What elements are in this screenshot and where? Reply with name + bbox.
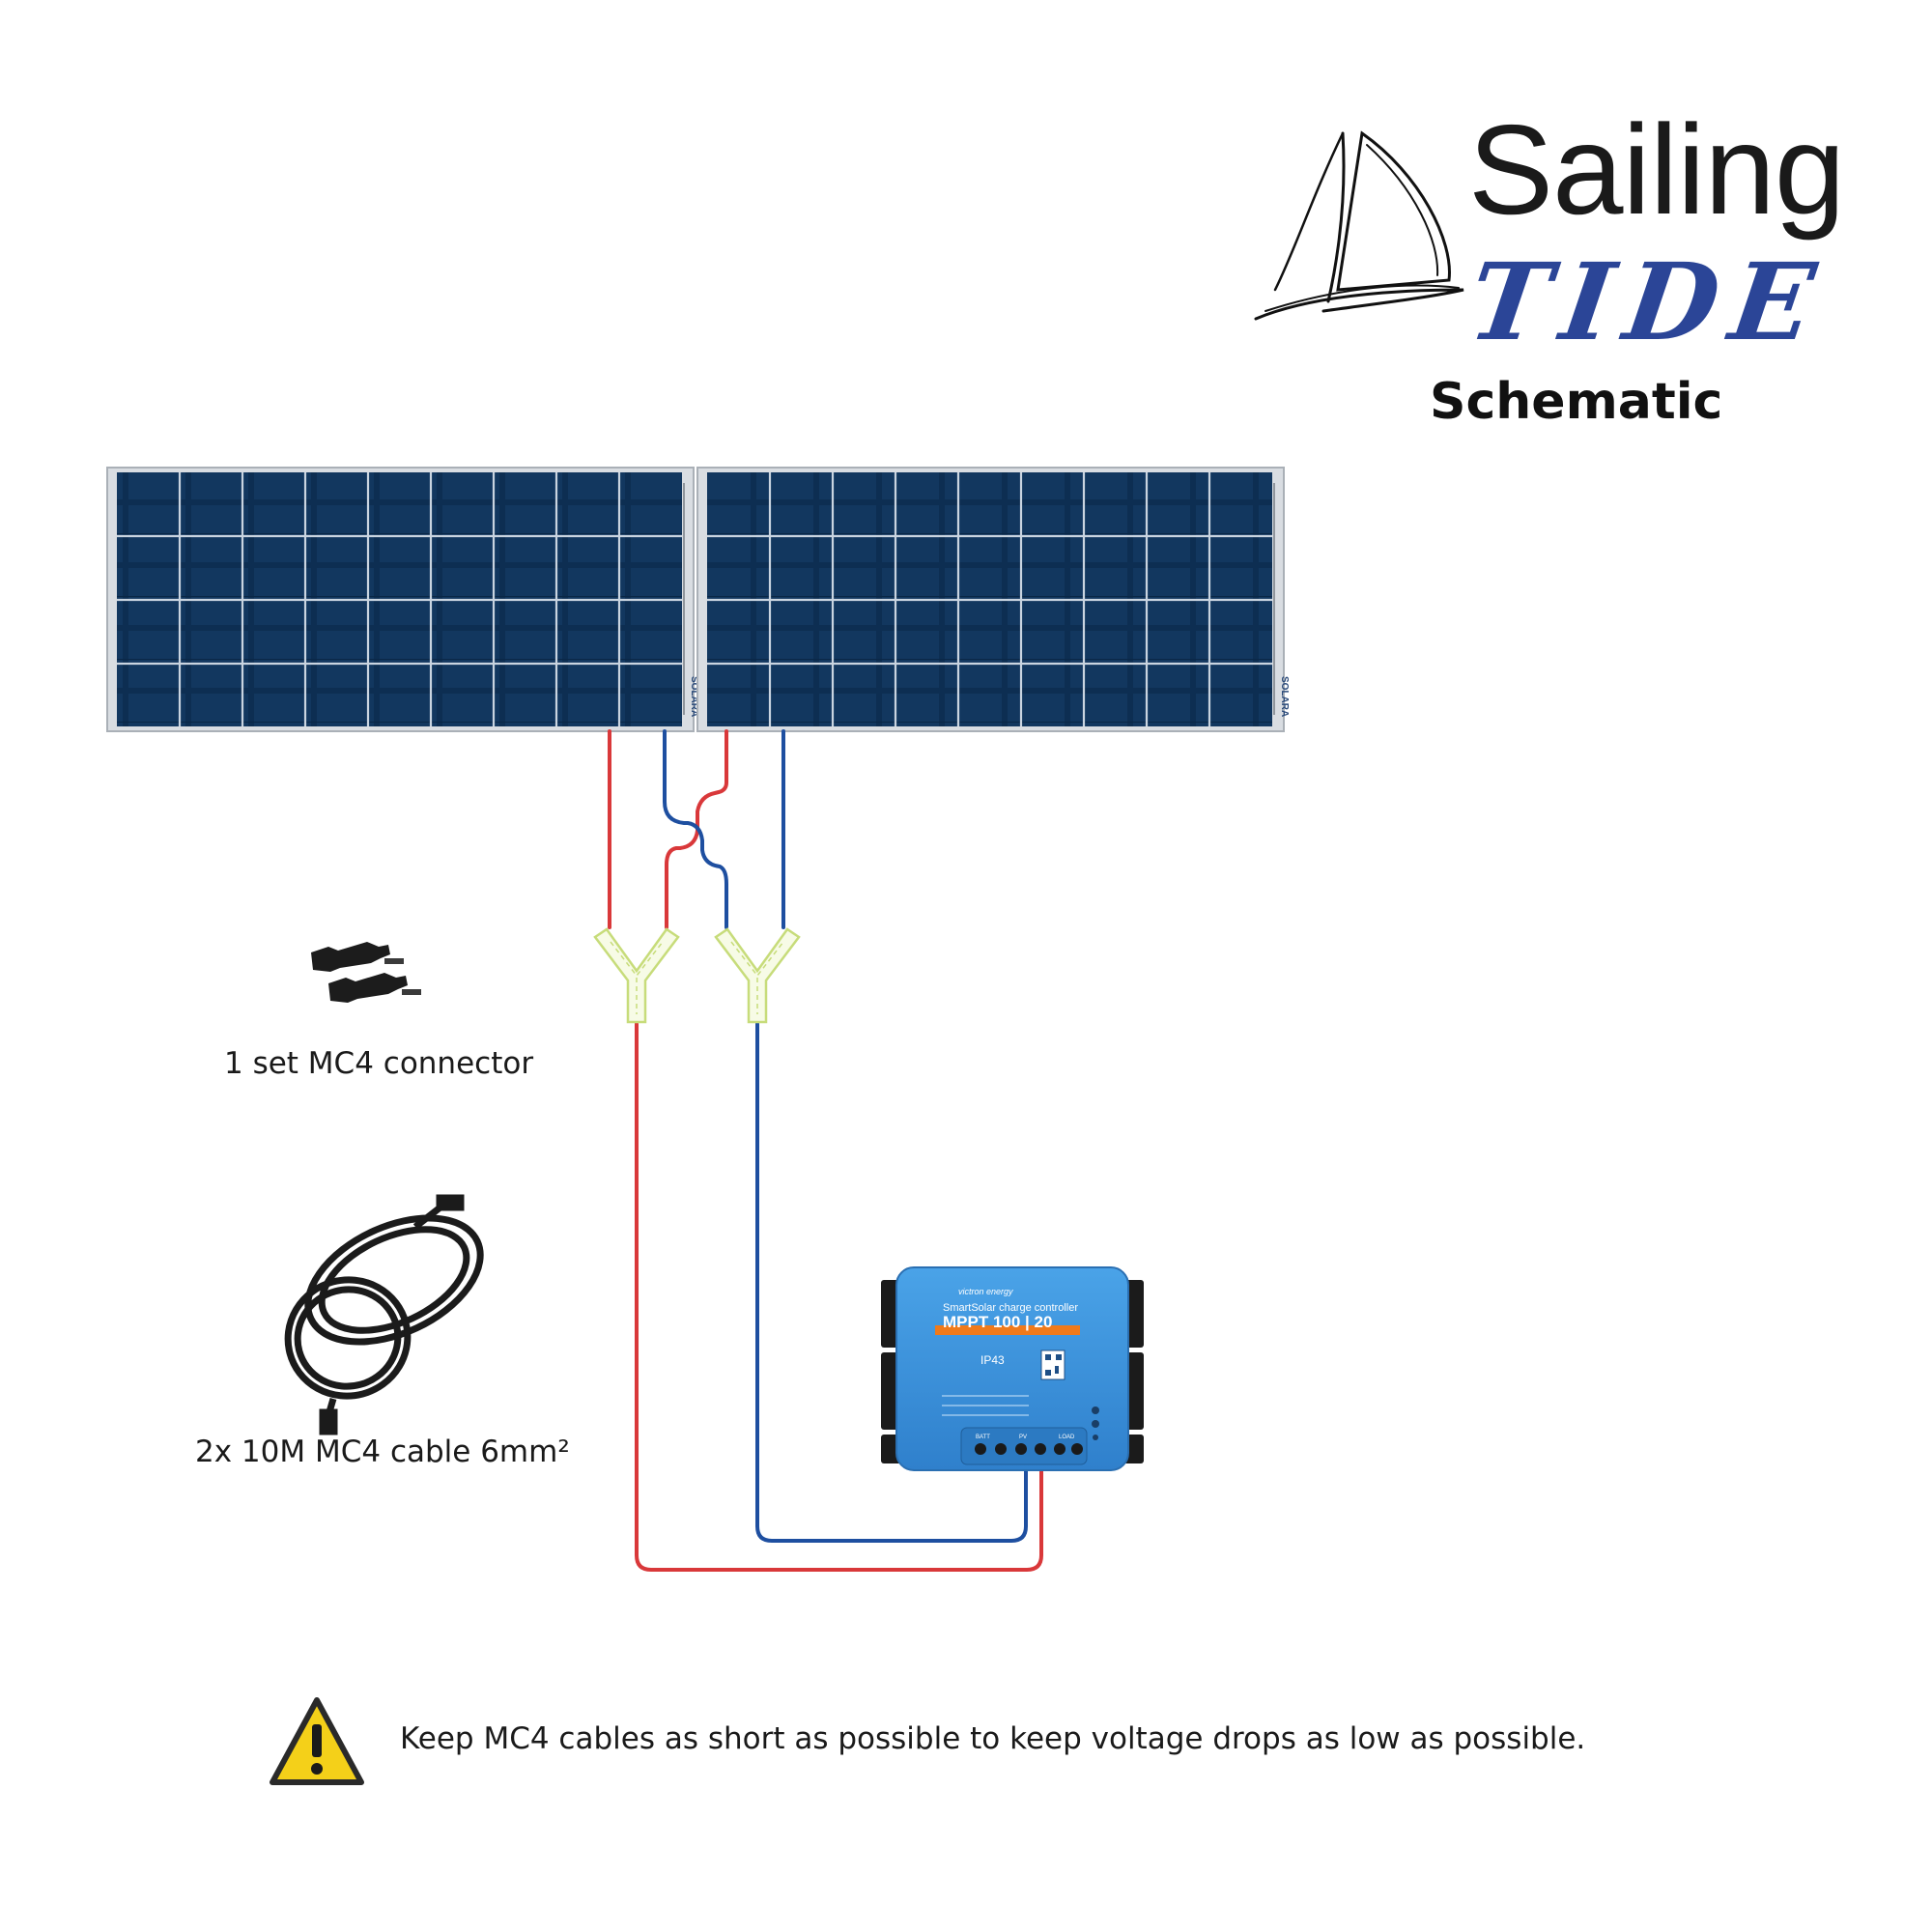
mppt-charge-controller [881,1266,1144,1471]
warning-text: Keep MC4 cables as short as possible to … [400,1721,1586,1756]
wire-negative-main [755,1022,1028,1543]
controller-terminal-pv: PV [1019,1435,1027,1440]
solar-panel-right [696,467,1285,732]
sailboat-logo-icon [1254,130,1464,321]
brand-logo-sailing: Sailing [1468,99,1845,241]
mc4-connector-icon [311,942,421,1003]
cable-coil-icon [284,1194,484,1435]
controller-product-line: SmartSolar charge controller [943,1302,1078,1314]
wire-positive-panel-right [665,729,728,929]
controller-terminal-batt: BATT [976,1435,990,1440]
y-connector-negative-icon [714,927,801,1024]
page-title: Schematic [1430,373,1723,431]
warning-triangle-icon [270,1697,364,1785]
panel-brand-right: SOLARA [1279,676,1290,717]
controller-terminal-load: LOAD [1059,1435,1075,1440]
controller-brand: victron energy [958,1287,1013,1296]
wire-negative-panel-left [663,729,728,929]
controller-model: MPPT 100 | 20 [943,1313,1052,1331]
y-connector-positive-icon [593,927,680,1024]
solar-panel-left [106,467,695,732]
wire-positive-main [635,1022,1043,1572]
panel-brand-left: SOLARA [689,676,699,717]
item-caption-mc4-connector: 1 set MC4 connector [224,1046,534,1081]
controller-ip-rating: IP43 [980,1353,1005,1367]
item-caption-mc4-cable: 2x 10M MC4 cable 6mm² [195,1435,570,1469]
brand-logo-tide: TIDE [1462,240,1835,364]
